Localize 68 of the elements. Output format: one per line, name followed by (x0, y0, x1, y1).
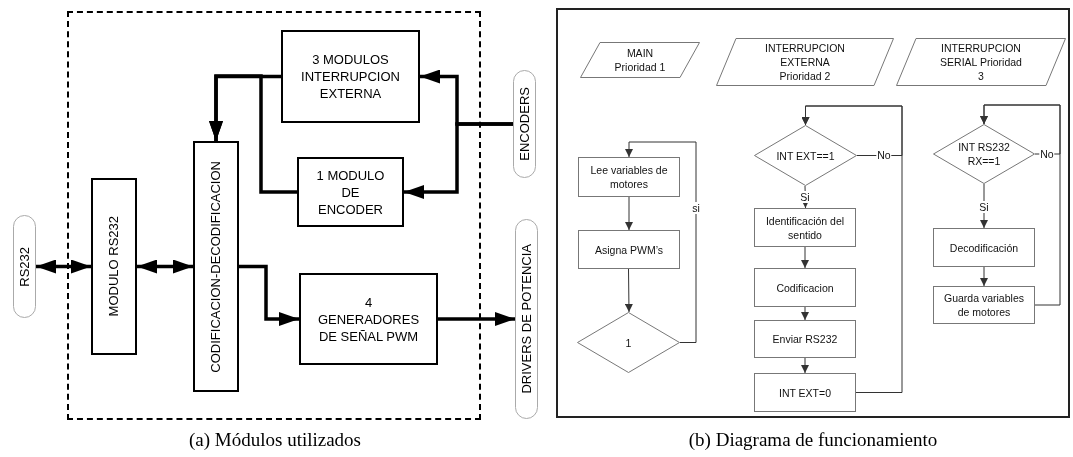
start-parallelogram (580, 42, 700, 78)
start-parallelogram (896, 38, 1066, 86)
terminal-pill (513, 70, 536, 178)
process-box (933, 286, 1035, 324)
node-label: CODIFICACION-DECODIFICACION (207, 160, 225, 373)
module-box (297, 157, 404, 227)
node-label: INT RS232 RX==1 (957, 140, 1011, 168)
decision-diamond (933, 124, 1035, 184)
start-parallelogram (716, 38, 894, 86)
module-box (91, 178, 137, 355)
node-label: 1 (625, 335, 632, 350)
panel-frame (556, 8, 1070, 418)
arrow (36, 259, 91, 274)
node-label: Lee variables de motores (589, 163, 669, 191)
node-label: 4 GENERADORES DE SEÑAL PWM (316, 293, 421, 345)
node-label: RS232 (15, 246, 33, 287)
connector (801, 105, 903, 393)
connector (625, 196, 633, 231)
figure-caption: (b) Diagrama de funcionamiento (688, 427, 938, 452)
node-label: INT EXT=0 (778, 385, 831, 400)
node-label: INTERRUPCION SERIAL Prioridad 3 (939, 41, 1023, 83)
connector (801, 357, 809, 374)
connector (980, 266, 988, 287)
node-label: INT EXT==1 (776, 148, 835, 163)
figure-caption: (a) Módulos utilizados (189, 427, 361, 452)
process-box (578, 230, 680, 269)
process-box (754, 208, 856, 247)
node-label: Codificacion (776, 280, 834, 295)
terminal-pill (13, 215, 36, 318)
process-box (754, 320, 856, 358)
node-label: Enviar RS232 (772, 332, 838, 346)
node-label: INTERRUPCION EXTERNA Prioridad 2 (764, 41, 846, 83)
module-box (299, 273, 438, 365)
node-label: 1 MODULO DE ENCODER (315, 166, 386, 218)
process-box (578, 157, 680, 197)
connector (801, 246, 809, 269)
module-box (193, 141, 239, 392)
node-label: MAIN Prioridad 1 (613, 46, 667, 74)
arrow (209, 74, 297, 194)
node-label: MODULO RS232 (105, 216, 123, 317)
dashed-frame (67, 11, 481, 420)
terminal-pill (515, 219, 538, 419)
decision-diamond (577, 312, 680, 373)
arrow (404, 122, 513, 199)
decision-diamond (754, 125, 857, 186)
node-label: DRIVERS DE POTENCIA (517, 244, 535, 394)
process-box (754, 373, 856, 412)
connector (801, 306, 809, 321)
edge-label: si (691, 202, 701, 214)
process-box (933, 228, 1035, 267)
node-label: ENCODERS (515, 87, 533, 161)
connector (624, 268, 633, 313)
node-label: Decodificación (949, 240, 1019, 255)
node-label: Guarda variables de motores (943, 291, 1025, 319)
edge-label: No (1039, 148, 1055, 160)
edge-label: No (876, 149, 892, 161)
node-label: Asigna PWM’s (594, 242, 664, 257)
node-label: 3 MODULOS INTERRUPCION EXTERNA (300, 51, 401, 102)
edge-label: Si (978, 201, 990, 213)
connector (980, 104, 1061, 306)
arrow (239, 264, 299, 326)
arrow (137, 259, 193, 274)
arrow (438, 312, 515, 326)
process-box (754, 268, 856, 307)
edge-label: Si (799, 191, 811, 203)
node-label: Identificación del sentido (764, 213, 846, 242)
module-box (281, 30, 420, 123)
connector (625, 141, 697, 343)
